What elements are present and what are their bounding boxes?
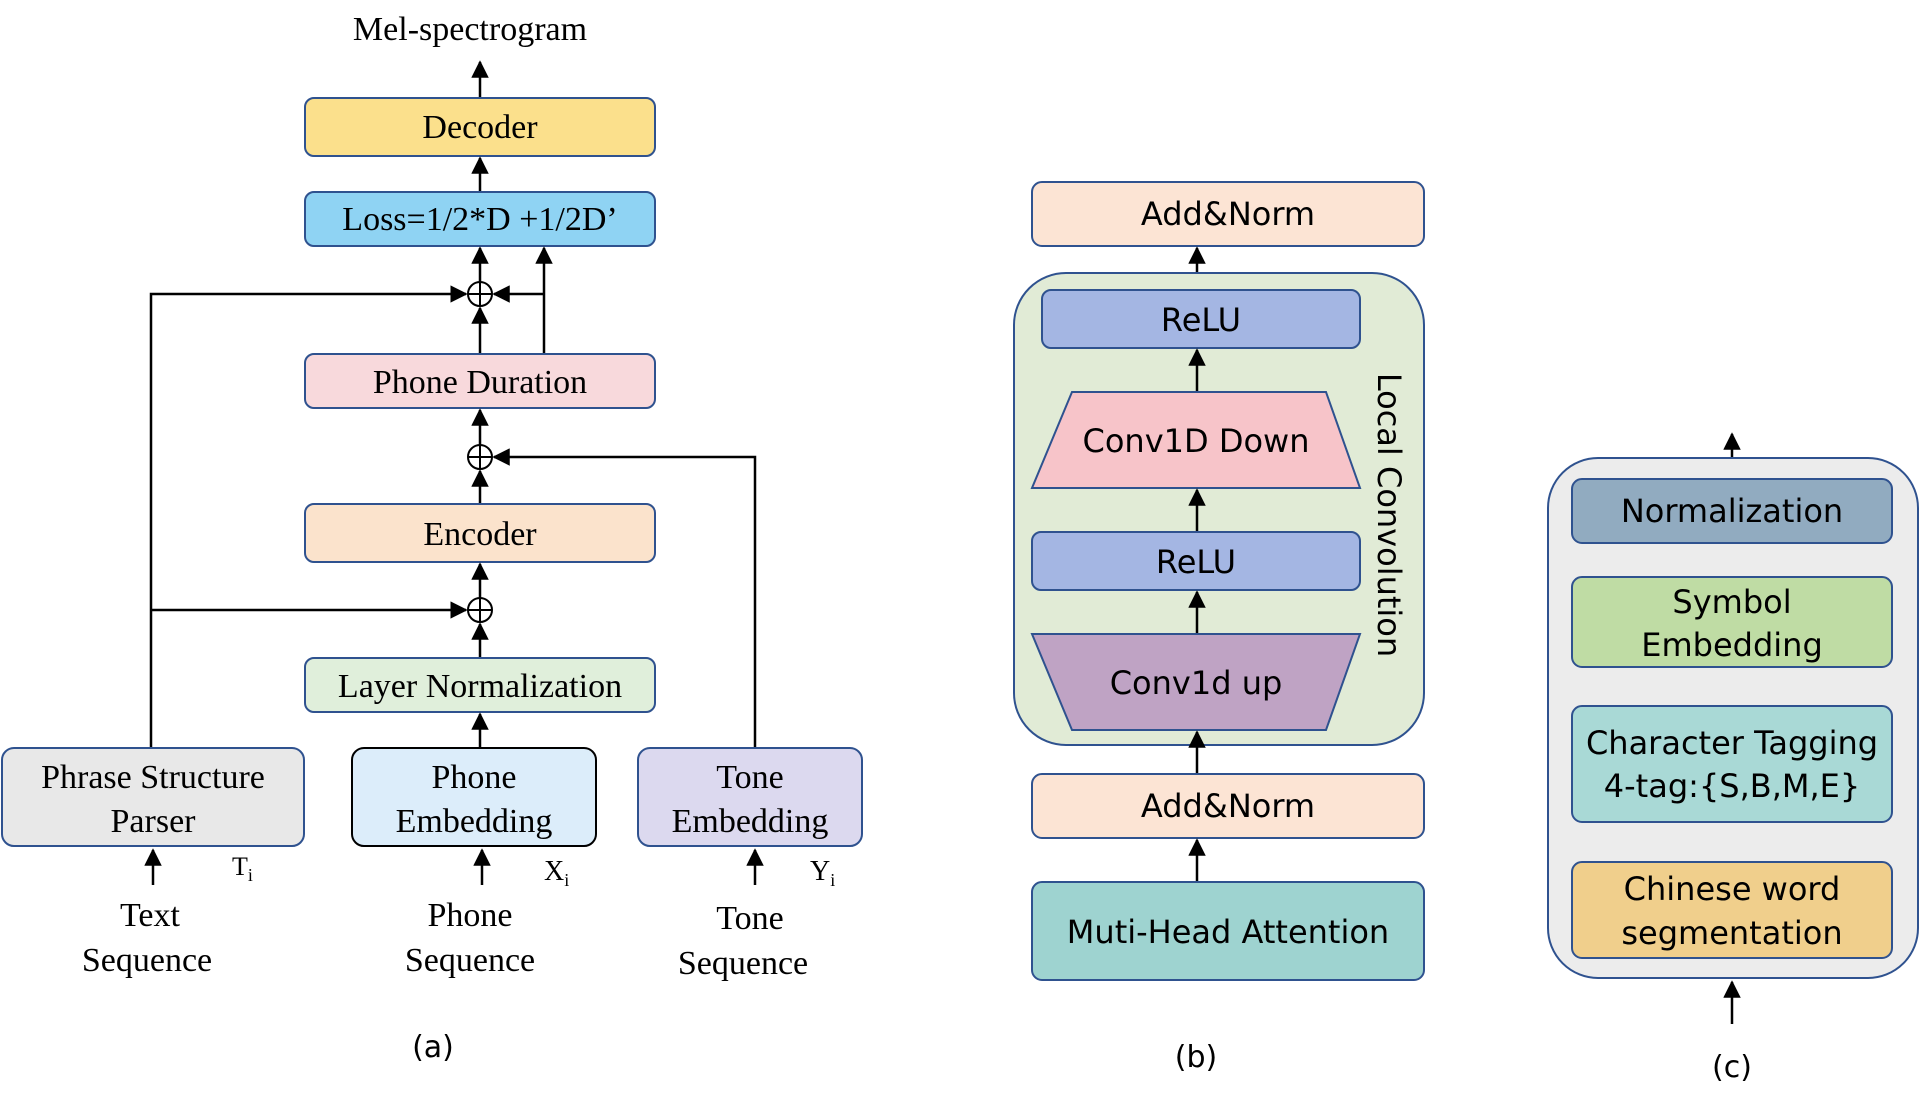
phone-embedding-line-2: Embedding xyxy=(396,803,553,840)
relu-top-label: ReLU xyxy=(1161,301,1241,339)
panel-a: Mel-spectrogram Decoder Loss=1/2*D +1/2D… xyxy=(1,11,863,1065)
character-tagging-line-1: Character Tagging xyxy=(1586,724,1878,762)
normalization-box xyxy=(1571,478,1893,544)
symbol-x: Xi xyxy=(544,856,569,890)
conv1d-down-shape xyxy=(1030,391,1362,489)
tone-embedding-line-2: Embedding xyxy=(672,803,829,840)
phone-duration-label: Phone Duration xyxy=(373,364,587,401)
normalization-label: Normalization xyxy=(1621,492,1843,530)
caption-c: (c) xyxy=(1712,1050,1752,1085)
line-tone-to-sum-mid xyxy=(492,448,757,748)
conv1d-down-label: Conv1D Down xyxy=(1083,422,1310,460)
word-segmentation-line-2: segmentation xyxy=(1621,914,1842,952)
multi-head-attention-box xyxy=(1031,881,1425,981)
relu-mid-label: ReLU xyxy=(1156,543,1236,581)
text-sequence-line-2: Sequence xyxy=(82,942,212,979)
caption-b: (b) xyxy=(1175,1040,1217,1075)
conv1d-up-label: Conv1d up xyxy=(1110,664,1283,702)
chinese-word-segmentation-box xyxy=(1571,861,1893,959)
phrase-parser-line-1: Phrase Structure xyxy=(41,759,265,796)
loss-box xyxy=(304,191,656,247)
symbol-y: Yi xyxy=(810,856,835,890)
decoder-label: Decoder xyxy=(422,109,538,146)
relu-mid-box xyxy=(1031,531,1361,591)
panel-b: Add&Norm Local Convolution ReLU Conv1D D… xyxy=(1013,181,1425,1075)
add-norm-top-label: Add&Norm xyxy=(1141,195,1315,233)
tone-sequence-line-2: Sequence xyxy=(678,945,808,982)
phone-duration-box xyxy=(304,353,656,409)
symbol-t: Ti xyxy=(232,852,253,885)
local-convolution-label: Local Convolution xyxy=(1370,373,1408,657)
layer-normalization-box xyxy=(304,657,656,713)
encoder-label: Encoder xyxy=(423,516,537,553)
encoder-box xyxy=(304,503,656,563)
symbol-embedding-box xyxy=(1571,576,1893,668)
phone-embedding-box xyxy=(351,747,597,847)
loss-label: Loss=1/2*D +1/2D’ xyxy=(342,201,617,238)
text-sequence-line-1: Text xyxy=(120,897,180,934)
tone-sequence-line-1: Tone xyxy=(716,900,784,937)
tone-embedding-line-1: Tone xyxy=(716,759,784,796)
layer-normalization-label: Layer Normalization xyxy=(338,668,622,705)
conv1d-up-shape xyxy=(1030,633,1362,731)
add-norm-bottom-box xyxy=(1031,773,1425,839)
character-tagging-line-2: 4-tag:{S,B,M,E} xyxy=(1604,767,1860,805)
decoder-box xyxy=(304,97,656,157)
phrase-structure-parser-box xyxy=(1,747,305,847)
add-norm-top-box xyxy=(1031,181,1425,247)
add-norm-bottom-label: Add&Norm xyxy=(1141,787,1315,825)
phrase-parser-line-2: Parser xyxy=(111,803,197,840)
line-parser-to-sum-top xyxy=(149,285,468,748)
character-tagging-box xyxy=(1571,705,1893,823)
mel-spectrogram-label: Mel-spectrogram xyxy=(353,11,587,48)
phone-sequence-line-1: Phone xyxy=(428,897,513,934)
panel-c: Normalization Symbol Embedding Character… xyxy=(1547,432,1919,1085)
phone-embedding-line-1: Phone xyxy=(432,759,517,796)
symbol-embedding-line-2: Embedding xyxy=(1641,626,1823,664)
tone-embedding-box xyxy=(637,747,863,847)
symbol-embedding-line-1: Symbol xyxy=(1672,583,1791,621)
caption-a: (a) xyxy=(412,1030,454,1065)
relu-top-box xyxy=(1041,289,1361,349)
phone-sequence-line-2: Sequence xyxy=(405,942,535,979)
multi-head-attention-label: Muti-Head Attention xyxy=(1067,913,1389,951)
word-segmentation-line-1: Chinese word xyxy=(1624,870,1841,908)
